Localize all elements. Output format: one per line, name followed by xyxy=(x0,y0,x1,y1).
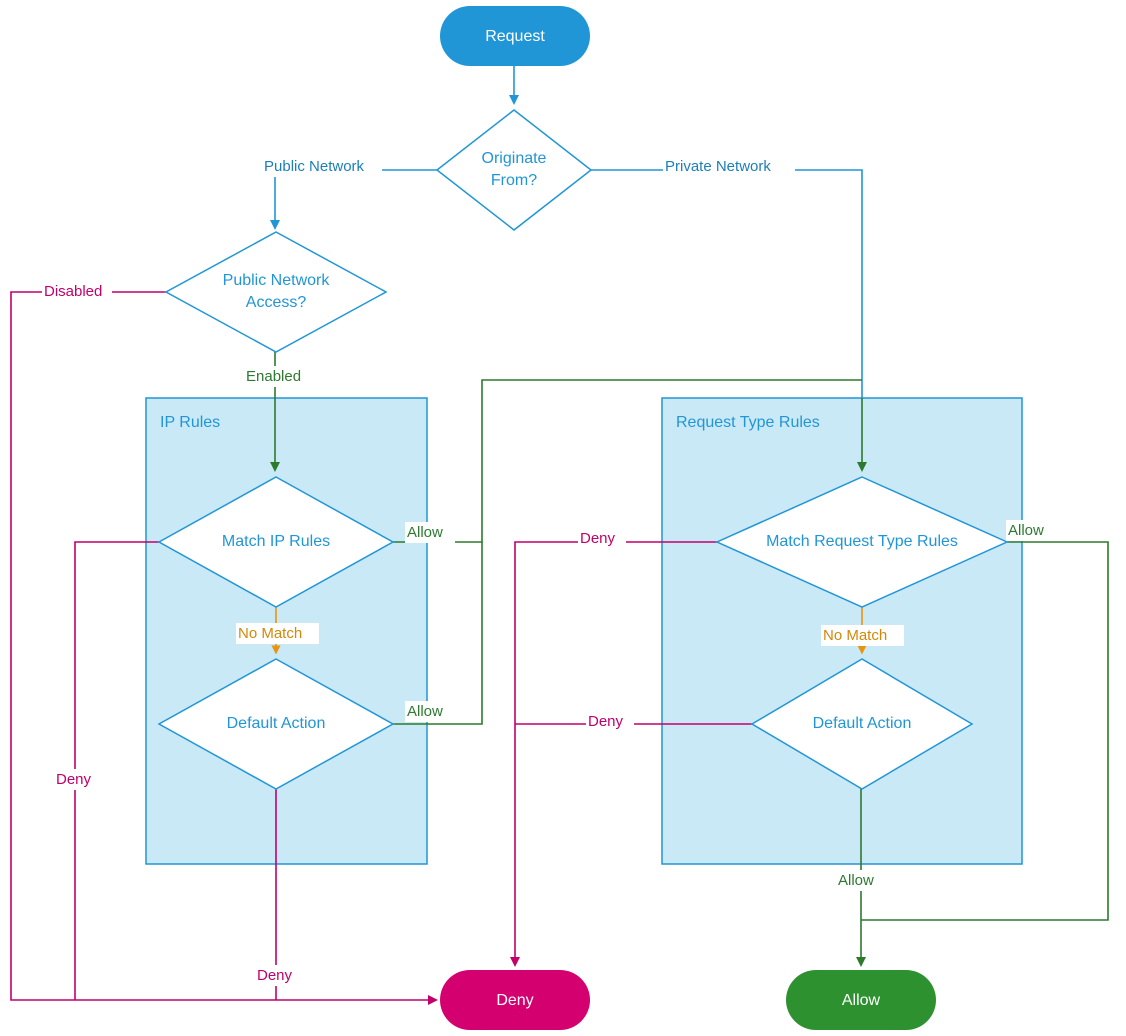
edge-originate-public-network xyxy=(270,169,437,230)
match-ip-rules-label: Match IP Rules xyxy=(222,533,330,550)
private-network-text: Private Network xyxy=(665,158,771,175)
edge-allow-default-ip xyxy=(393,542,483,725)
originate-from-label-line1: Originate xyxy=(482,150,547,167)
node-default-action-request-type[interactable]: Default Action xyxy=(750,658,974,790)
match-request-type-rules-diamond[interactable] xyxy=(715,476,1009,608)
edge-label-deny-default-ip: Deny xyxy=(255,965,303,986)
group-request-type-rules: Request Type Rules xyxy=(661,397,1023,865)
deny-default-ip-text: Deny xyxy=(257,967,293,984)
node-allow[interactable]: Allow xyxy=(786,970,936,1030)
edge-label-deny-default-request-type: Deny xyxy=(586,711,634,732)
request-terminator[interactable] xyxy=(440,6,590,66)
edge-label-allow-match-request-type: Allow xyxy=(1006,520,1058,541)
edge-label-allow-match-ip: Allow xyxy=(405,522,455,543)
public-network-access-diamond[interactable] xyxy=(164,231,388,353)
allow-label: Allow xyxy=(842,992,881,1009)
request-type-rules-label: Request Type Rules xyxy=(676,414,820,431)
node-default-action-ip[interactable]: Default Action xyxy=(157,658,395,790)
request-label: Request xyxy=(485,28,545,45)
edge-label-no-match-ip: No Match xyxy=(236,623,319,644)
edge-label-disabled: Disabled xyxy=(42,281,112,302)
edge-allow-match-request-type xyxy=(861,541,1109,921)
node-match-request-type-rules[interactable]: Match Request Type Rules xyxy=(715,476,1009,608)
edge-label-allow-default-request-type: Allow xyxy=(836,870,888,891)
edge-label-no-match-request-type: No Match xyxy=(821,625,904,646)
deny-default-request-type-text: Deny xyxy=(588,713,624,730)
node-request[interactable]: Request xyxy=(440,6,590,66)
no-match-request-type-text: No Match xyxy=(823,627,887,644)
disabled-text: Disabled xyxy=(44,283,102,300)
match-ip-rules-diamond[interactable] xyxy=(157,476,395,608)
edge-deny-match-ip xyxy=(74,541,159,1000)
node-deny[interactable]: Deny xyxy=(440,970,590,1030)
deny-match-request-type-text: Deny xyxy=(580,530,616,547)
default-action-request-type-label: Default Action xyxy=(813,715,912,732)
node-match-ip-rules[interactable]: Match IP Rules xyxy=(157,476,395,608)
enabled-text: Enabled xyxy=(246,368,301,385)
default-action-request-type-diamond[interactable] xyxy=(750,658,974,790)
public-network-access-label-line1: Public Network xyxy=(223,272,331,289)
node-originate-from[interactable]: Originate From? xyxy=(435,109,593,231)
originate-from-label-line2: From? xyxy=(491,172,537,189)
edge-label-deny-match-ip: Deny xyxy=(54,769,102,790)
public-network-access-label-line2: Access? xyxy=(246,294,307,311)
deny-match-ip-text: Deny xyxy=(56,771,92,788)
edge-deny-match-request-type xyxy=(510,541,717,967)
default-action-ip-label: Default Action xyxy=(227,715,326,732)
default-action-ip-diamond[interactable] xyxy=(157,658,395,790)
allow-default-request-type-text: Allow xyxy=(838,872,874,889)
match-request-type-rules-label: Match Request Type Rules xyxy=(766,533,958,550)
no-match-ip-text: No Match xyxy=(238,625,302,642)
allow-default-ip-text: Allow xyxy=(407,703,443,720)
allow-terminator[interactable] xyxy=(786,970,936,1030)
public-network-text: Public Network xyxy=(264,158,365,175)
edge-label-enabled: Enabled xyxy=(244,366,310,387)
allow-match-ip-text: Allow xyxy=(407,524,443,541)
edge-label-deny-match-request-type: Deny xyxy=(578,528,626,549)
edge-originate-private-network xyxy=(591,169,863,398)
edge-label-allow-default-ip: Allow xyxy=(405,701,455,722)
deny-label: Deny xyxy=(496,992,533,1009)
edge-label-private-network: Private Network xyxy=(663,156,795,177)
allow-match-request-type-text: Allow xyxy=(1008,522,1044,539)
ip-rules-label: IP Rules xyxy=(160,414,220,431)
node-public-network-access[interactable]: Public Network Access? xyxy=(164,231,388,353)
originate-from-diamond[interactable] xyxy=(435,109,593,231)
edge-label-public-network: Public Network xyxy=(262,156,382,177)
deny-terminator[interactable] xyxy=(440,970,590,1030)
